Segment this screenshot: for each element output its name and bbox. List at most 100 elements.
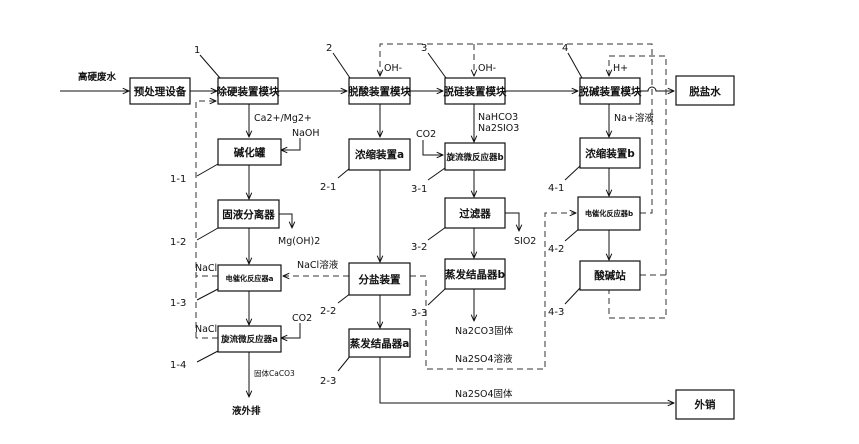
num-3-3: 3-3 xyxy=(411,308,427,319)
label-hardness-module: 除硬装置模块 xyxy=(217,85,280,98)
na2so4-solution-arrow xyxy=(410,213,576,370)
box-hardness-module: 除硬装置模块 xyxy=(217,77,280,105)
num-3-1: 3-1 xyxy=(411,184,427,195)
h-plus-loop xyxy=(609,55,667,275)
label-h-plus: H+ xyxy=(613,63,628,74)
box-solid-liquid-sep: 固液分离器 xyxy=(217,199,280,229)
label-naoh: NaOH xyxy=(292,128,320,139)
leader-4-3 xyxy=(564,287,581,305)
label-na2so4-solid: Na2SO4固体 xyxy=(455,388,513,400)
label-silicon-module: 脱硅装置模块 xyxy=(444,85,507,98)
label-feed: 高硬废水 xyxy=(78,71,117,83)
label-nacl-1: NaCl xyxy=(195,263,217,274)
num-3-2: 3-2 xyxy=(411,242,427,253)
label-pretreat: 预处理设备 xyxy=(134,85,187,98)
box-concentrator-b: 浓缩装置b xyxy=(579,137,641,169)
leader-3-3 xyxy=(427,287,447,306)
label-concentrator-a: 浓缩装置a xyxy=(355,148,404,161)
label-nahco3: NaHCO3 xyxy=(478,112,518,123)
leader-1-2 xyxy=(196,227,219,241)
num-3: 3 xyxy=(421,43,427,54)
mgoh2-arrow xyxy=(279,213,292,228)
label-desalted-water: 脱盐水 xyxy=(689,85,721,98)
label-acid-alkali-station: 酸碱站 xyxy=(594,269,626,282)
label-na2co3-solid: Na2CO3固体 xyxy=(455,325,514,337)
solid-flow-lines xyxy=(60,52,674,403)
label-oh-minus-1: OH- xyxy=(384,63,402,74)
box-desalted-water: 脱盐水 xyxy=(675,75,735,106)
label-evap-b: 蒸发结晶器b xyxy=(445,268,505,281)
box-silicon-module: 脱硅装置模块 xyxy=(444,77,507,105)
label-acid-module: 脱酸装置模块 xyxy=(348,85,411,98)
label-solid-liquid-sep: 固液分离器 xyxy=(222,208,275,221)
label-discharge: 液外排 xyxy=(232,405,261,417)
label-electrocat-a: 电催化反应器a xyxy=(226,274,274,283)
label-mgoh2: Mg(OH)2 xyxy=(278,236,320,247)
box-evap-a: 蒸发结晶器a xyxy=(348,328,411,358)
label-na-solution: Na+溶液 xyxy=(614,112,654,124)
sio2-arrow xyxy=(505,212,519,231)
alkali-to-desalted-arrow xyxy=(640,86,674,91)
box-swirl-b: 旋流微反应器b xyxy=(444,142,506,171)
evap-a-to-export-arrow xyxy=(379,357,674,403)
num-1-1: 1-1 xyxy=(170,174,186,185)
leader-2-1 xyxy=(337,167,351,179)
box-filter: 过滤器 xyxy=(444,197,506,229)
label-nacl-2: NaCl xyxy=(195,324,217,335)
label-sio2: SIO2 xyxy=(514,236,536,247)
label-electrocat-b: 电催化反应器b xyxy=(585,209,633,218)
label-export: 外销 xyxy=(694,398,716,411)
leader-1-3 xyxy=(196,288,219,301)
box-concentrator-a: 浓缩装置a xyxy=(348,138,411,171)
num-1-4: 1-4 xyxy=(170,360,186,371)
num-2: 2 xyxy=(326,43,332,54)
leader-4 xyxy=(567,52,583,79)
box-acid-alkali-station: 酸碱站 xyxy=(579,260,641,291)
num-1-2: 1-2 xyxy=(170,237,186,248)
label-co2-a: CO2 xyxy=(292,313,312,324)
box-swirl-a: 旋流微反应器a xyxy=(217,325,282,353)
label-salt-separator: 分盐装置 xyxy=(359,273,401,286)
label-swirl-b: 旋流微反应器b xyxy=(445,152,503,163)
label-oh-minus-2: OH- xyxy=(478,63,496,74)
box-acid-module: 脱酸装置模块 xyxy=(348,77,411,105)
box-salt-separator: 分盐装置 xyxy=(348,262,411,296)
label-alkali-module: 脱碱装置模块 xyxy=(579,85,642,98)
num-1: 1 xyxy=(194,45,200,56)
box-alkalization-tank: 碱化罐 xyxy=(217,138,282,166)
box-alkali-module: 脱碱装置模块 xyxy=(579,77,642,105)
box-electrocat-b: 电催化反应器b xyxy=(577,196,641,231)
co2-b-arrow xyxy=(422,140,443,155)
box-electrocat-a: 电催化反应器a xyxy=(217,264,282,292)
label-evap-a: 蒸发结晶器a xyxy=(350,337,410,350)
box-pretreat: 预处理设备 xyxy=(129,77,191,105)
label-co2-b: CO2 xyxy=(416,129,436,140)
leader-3-1 xyxy=(427,167,446,181)
nacl-recycle-1 xyxy=(195,101,218,277)
leader-4-1 xyxy=(564,165,581,181)
co2-a-arrow xyxy=(281,323,301,338)
leader-3 xyxy=(427,52,447,79)
num-1-3: 1-3 xyxy=(170,298,186,309)
leader-2 xyxy=(332,52,351,79)
num-4: 4 xyxy=(562,43,568,54)
num-2-2: 2-2 xyxy=(320,306,336,317)
num-4-1: 4-1 xyxy=(548,183,564,194)
label-filter: 过滤器 xyxy=(459,207,491,220)
label-ca-mg: Ca2+/Mg2+ xyxy=(254,113,312,124)
box-export: 外销 xyxy=(675,389,735,420)
leader-1-4 xyxy=(196,350,219,363)
label-alkalization-tank: 碱化罐 xyxy=(234,146,266,159)
dashed-recycle-lines xyxy=(195,43,667,370)
num-4-3: 4-3 xyxy=(548,307,564,318)
label-na2so4-solution: Na2SO4溶液 xyxy=(455,353,513,365)
num-2-1: 2-1 xyxy=(320,182,336,193)
leader-1 xyxy=(199,54,221,79)
naoh-arrow xyxy=(281,138,301,150)
label-caco3-solid: 固体CaCO3 xyxy=(254,368,295,378)
label-na2sio3: Na2SIO3 xyxy=(478,123,519,134)
box-evap-b: 蒸发结晶器b xyxy=(444,258,506,290)
leader-1-1 xyxy=(196,163,219,177)
